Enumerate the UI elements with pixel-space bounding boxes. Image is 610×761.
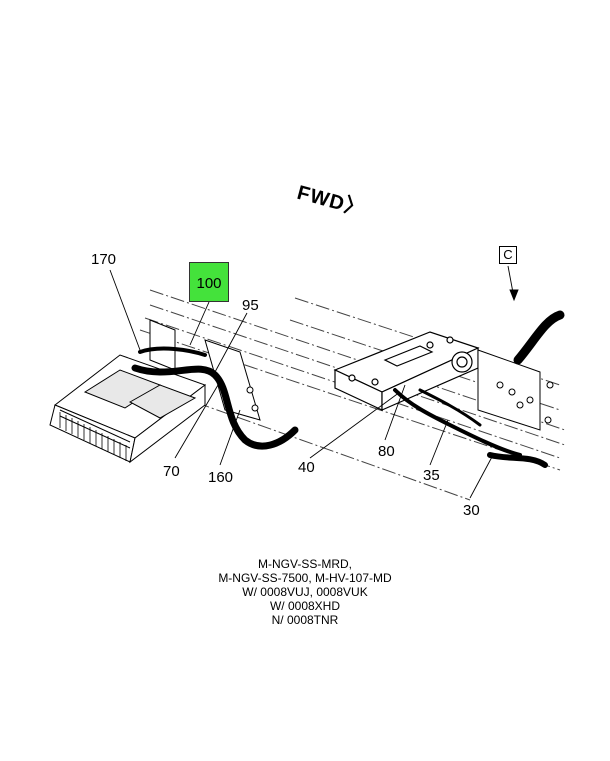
callout-30: 30 <box>463 502 480 519</box>
applicability-line: W/ 0008XHD <box>269 599 341 613</box>
callout-95: 95 <box>242 297 259 314</box>
callout-100-highlight[interactable]: 100 <box>189 262 229 302</box>
callout-35: 35 <box>423 467 440 484</box>
applicability-notes: M-NGV-SS-MRD, M-NGV-SS-7500, M-HV-107-MD… <box>180 557 430 627</box>
wiring-harnesses <box>131 310 565 468</box>
battery-box <box>49 354 207 464</box>
rear-bracket <box>477 349 554 431</box>
callout-leaders <box>109 265 519 499</box>
callout-170: 170 <box>91 251 117 268</box>
callout-70: 70 <box>163 463 180 480</box>
callout-100: 100 <box>196 275 222 292</box>
applicability-line: W/ 0008VUJ, 0008VUK <box>242 585 368 599</box>
battery-box-grille <box>59 412 127 461</box>
view-marker-c: C <box>499 246 517 264</box>
applicability-line: M-NGV-SS-7500, M-HV-107-MD <box>218 571 392 585</box>
callout-80: 80 <box>378 443 395 460</box>
battery-bracket <box>149 319 261 421</box>
callout-40: 40 <box>298 459 315 476</box>
applicability-line: N/ 0008TNR <box>271 613 339 627</box>
callout-160: 160 <box>208 469 234 486</box>
applicability-line: M-NGV-SS-MRD, <box>258 557 352 571</box>
